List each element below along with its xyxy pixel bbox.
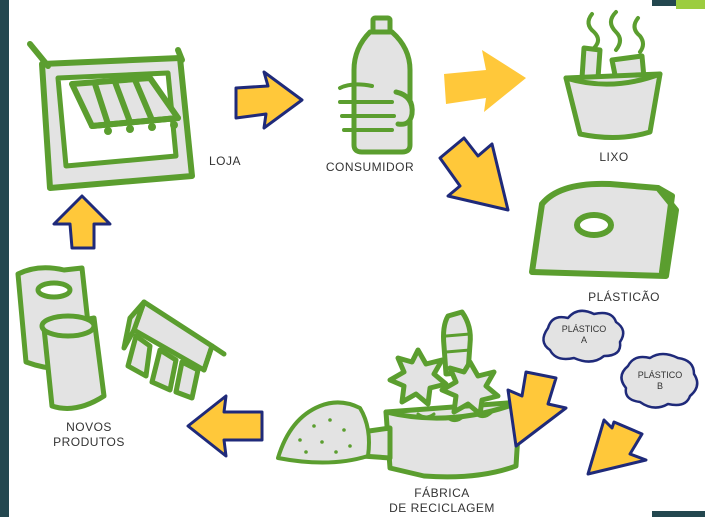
label-plastic-a: PLÁSTICO A <box>561 324 607 345</box>
plastic-bale-icon <box>529 180 679 279</box>
label-plastic-b: PLÁSTICO B <box>637 370 683 391</box>
bag-and-tube-products <box>15 265 107 411</box>
arrow-store-to-consumer <box>234 70 304 130</box>
plastic-pellets-pile <box>276 400 371 465</box>
arrows <box>52 50 648 476</box>
arrow-plastic-b-to-factory <box>586 418 648 476</box>
label-consumer: CONSUMIDOR <box>325 160 415 174</box>
store-icon <box>27 41 195 191</box>
arrow-consumer-to-bale <box>438 136 510 212</box>
arrow-products-to-store <box>52 194 112 250</box>
arrow-plastic-a-to-factory <box>506 370 568 448</box>
arrow-factory-to-products <box>186 394 264 458</box>
label-store: LOJA <box>208 154 241 168</box>
label-plastic-bale: PLÁSTICÃO <box>588 290 660 304</box>
recycling-factory-icon <box>355 309 523 480</box>
crate-product-icon <box>121 299 227 401</box>
arrow-consumer-to-trash <box>444 50 526 112</box>
frame-bottom-right-corner <box>652 511 705 517</box>
label-new-products: NOVOS PRODUTOS <box>53 420 125 449</box>
plastic-a-bubble <box>542 309 625 363</box>
frame-top-right-accent <box>676 0 705 9</box>
consumer-bottle-icon <box>338 15 415 155</box>
frame-left-edge <box>0 0 9 517</box>
plastic-b-bubble <box>620 352 699 409</box>
trash-basket-icon <box>563 10 663 141</box>
label-trash: LIXO <box>599 150 629 164</box>
label-recycling-factory: FÁBRICA DE RECICLAGEM <box>389 486 495 515</box>
